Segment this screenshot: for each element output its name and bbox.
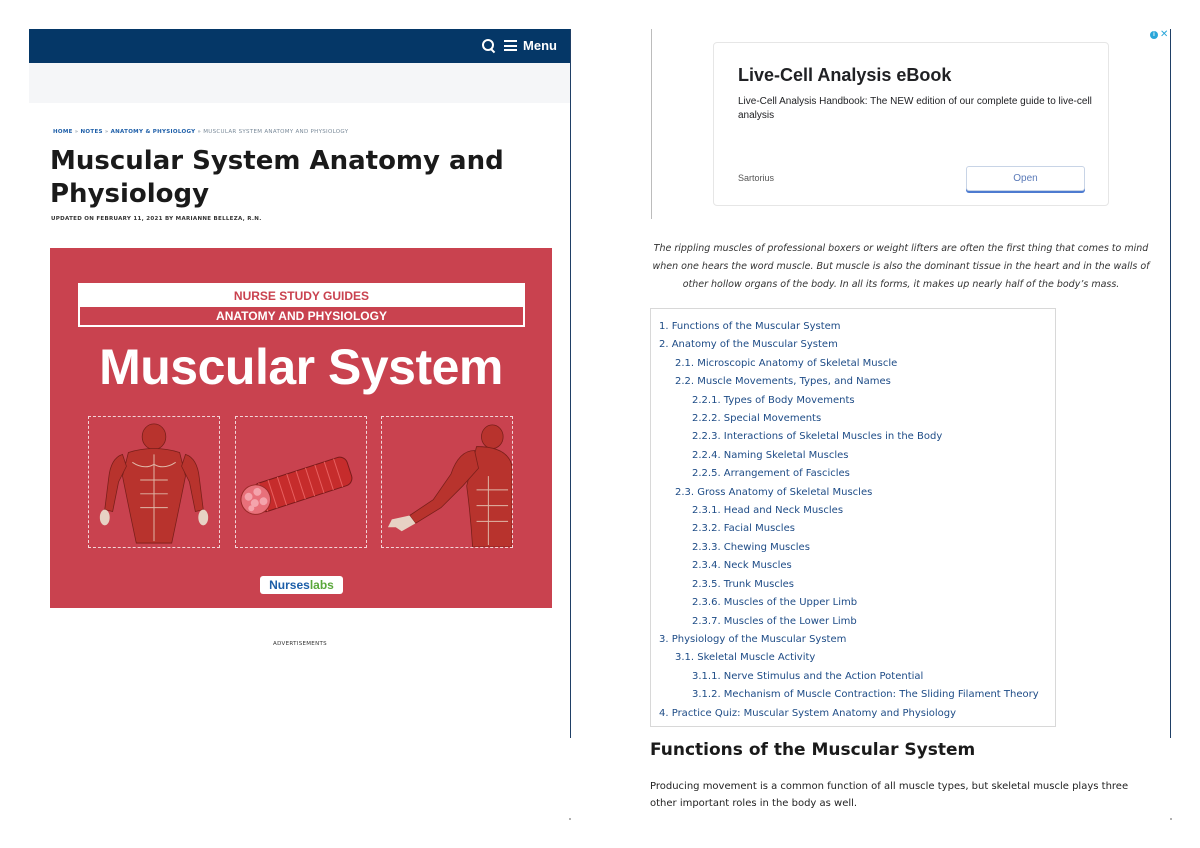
toc-link[interactable]: 2.2. Muscle Movements, Types, and Names <box>675 376 891 388</box>
page-title: Muscular System Anatomy and Physiology <box>50 146 504 209</box>
left-page: Menu HOME » NOTES » ANATOMY & PHYSIOLOGY… <box>29 29 571 738</box>
hero-banner-top: NURSE STUDY GUIDES <box>80 285 523 307</box>
advertisements-label: ADVERTISEMENTS <box>273 641 327 647</box>
toc-link[interactable]: 1. Functions of the Muscular System <box>659 321 841 332</box>
toc-link[interactable]: 2.1. Microscopic Anatomy of Skeletal Mus… <box>675 357 898 369</box>
ad-open-button[interactable]: Open <box>966 166 1085 191</box>
toc-link[interactable]: 2.2.5. Arrangement of Fascicles <box>692 468 850 480</box>
muscle-fiber-illustration <box>235 416 367 548</box>
toc-link[interactable]: 2.2.2. Special Movements <box>692 413 822 425</box>
breadcrumb-notes[interactable]: NOTES <box>80 129 103 135</box>
right-page-divider-right <box>1170 29 1171 738</box>
toc-link[interactable]: 2.3.2. Facial Muscles <box>692 523 795 535</box>
toc-link[interactable]: 2.3.1. Head and Neck Muscles <box>692 505 844 517</box>
breadcrumb-home[interactable]: HOME <box>53 129 73 135</box>
toc-link[interactable]: 2.2.3. Interactions of Skeletal Muscles … <box>692 431 943 443</box>
toc-link[interactable]: 3. Physiology of the Muscular System <box>659 633 847 645</box>
nav-actions: Menu <box>482 38 557 53</box>
ad-choices[interactable]: i ✕ <box>1150 29 1169 40</box>
toc-link[interactable]: 3.1. Skeletal Muscle Activity <box>675 652 816 664</box>
toc-link[interactable]: 3.1.2. Mechanism of Muscle Contraction: … <box>692 689 1039 701</box>
intro-paragraph: The rippling muscles of professional box… <box>652 243 1150 290</box>
nurseslabs-logo: Nurseslabs <box>260 576 343 594</box>
breadcrumb-separator: » <box>74 129 79 135</box>
table-of-contents: 1. Functions of the Muscular System 2. An… <box>650 308 1056 727</box>
page-dot <box>569 818 571 820</box>
hero-banner: NURSE STUDY GUIDES ANATOMY AND PHYSIOLOG… <box>78 283 525 327</box>
ad-card[interactable]: Live-Cell Analysis eBook Live-Cell Analy… <box>713 42 1109 206</box>
left-page-divider <box>570 29 571 738</box>
toc-link[interactable]: 2. Anatomy of the Muscular System <box>659 339 838 351</box>
section-paragraph: Producing movement is a common function … <box>650 781 1129 809</box>
toc-link[interactable]: 2.3.3. Chewing Muscles <box>692 541 810 553</box>
arm-illustration <box>381 416 513 548</box>
toc-link[interactable]: 2.2.1. Types of Body Movements <box>692 394 855 406</box>
hero-banner-bottom: ANATOMY AND PHYSIOLOGY <box>216 309 387 323</box>
breadcrumb-category[interactable]: ANATOMY & PHYSIOLOGY <box>110 129 196 135</box>
breadcrumb: HOME » NOTES » ANATOMY & PHYSIOLOGY » MU… <box>53 129 348 135</box>
toc-link[interactable]: 4. Practice Quiz: Muscular System Anatom… <box>659 707 957 719</box>
hero-image: NURSE STUDY GUIDES ANATOMY AND PHYSIOLOG… <box>50 248 552 608</box>
ad-description: Live-Cell Analysis Handbook: The NEW edi… <box>738 96 1092 121</box>
ad-info-icon[interactable]: i <box>1150 30 1158 39</box>
right-page-divider-left <box>651 29 652 219</box>
breadcrumb-current: MUSCULAR SYSTEM ANATOMY AND PHYSIOLOGY <box>203 129 349 135</box>
sub-header-bar <box>29 63 571 103</box>
page-dot <box>1170 818 1172 820</box>
search-icon[interactable] <box>482 38 496 53</box>
breadcrumb-separator: » <box>104 129 109 135</box>
torso-muscle-icon <box>99 423 209 544</box>
article-byline: UPDATED ON FEBRUARY 11, 2021 BY MARIANNE… <box>51 216 262 222</box>
toc-link[interactable]: 2.3.6. Muscles of the Upper Limb <box>692 597 858 609</box>
section-heading: Functions of the Muscular System <box>650 740 976 760</box>
menu-button[interactable]: Menu <box>523 38 557 53</box>
top-nav-bar: Menu <box>29 29 571 63</box>
ad-advertiser: Sartorius <box>738 173 775 183</box>
arm-muscle-icon <box>387 424 512 547</box>
torso-illustration <box>88 416 220 548</box>
muscle-fiber-icon <box>240 456 353 515</box>
toc-link[interactable]: 2.3.4. Neck Muscles <box>692 560 792 572</box>
hero-title: Muscular System <box>99 339 503 395</box>
ad-title[interactable]: Live-Cell Analysis eBook <box>738 65 952 85</box>
menu-icon[interactable] <box>504 40 518 51</box>
ad-close-icon[interactable]: ✕ <box>1160 29 1169 40</box>
toc-link[interactable]: 2.3.7. Muscles of the Lower Limb <box>692 615 857 627</box>
toc-link[interactable]: 2.2.4. Naming Skeletal Muscles <box>692 449 849 461</box>
breadcrumb-separator: » <box>197 129 202 135</box>
toc-link[interactable]: 2.3. Gross Anatomy of Skeletal Muscles <box>675 486 873 498</box>
toc-link[interactable]: 2.3.5. Trunk Muscles <box>692 578 795 590</box>
toc-link[interactable]: 3.1.1. Nerve Stimulus and the Action Pot… <box>692 670 924 682</box>
